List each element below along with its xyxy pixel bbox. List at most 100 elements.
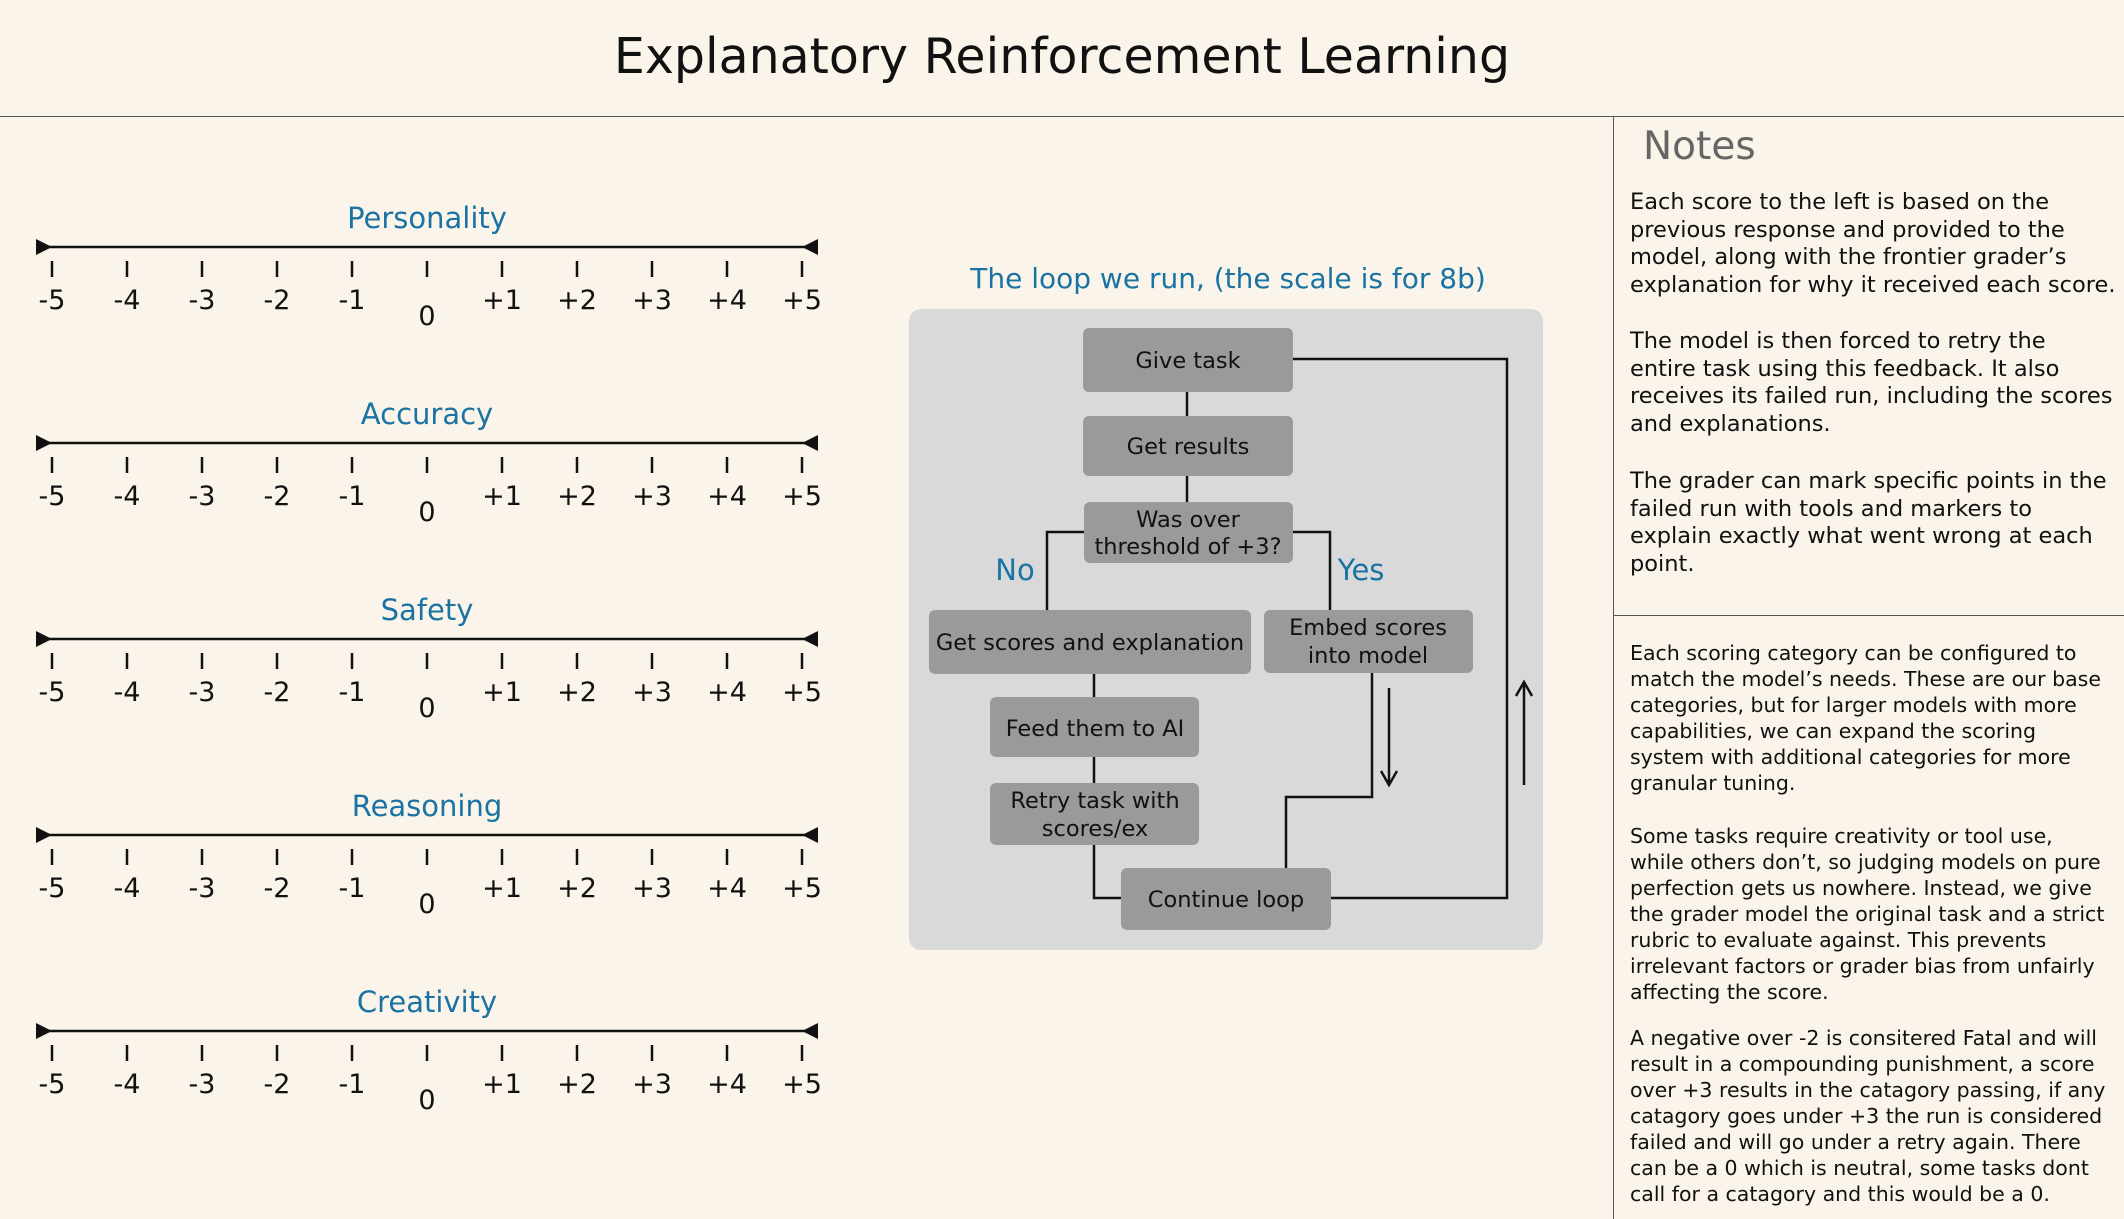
scale-tick-label: -4 — [114, 481, 141, 512]
scale-creativity: Creativity-5-4-3-2-10+1+2+3+4+5 — [36, 985, 822, 1116]
scale-title: Safety — [381, 593, 474, 627]
give-task-label: Give task — [1135, 348, 1240, 374]
page-title: Explanatory Reinforcement Learning — [613, 28, 1511, 85]
scale-accuracy: Accuracy-5-4-3-2-10+1+2+3+4+5 — [36, 397, 822, 528]
scale-tick-label: 0 — [418, 889, 435, 920]
scale-tick-label: +1 — [482, 873, 522, 904]
scale-tick-label: -2 — [264, 677, 291, 708]
scale-tick-label: +2 — [557, 873, 597, 904]
note-line: point. — [1630, 550, 1695, 577]
scale-tick-label: -4 — [114, 285, 141, 316]
scale-tick-label: +2 — [557, 1069, 597, 1100]
note-line: perfection gets us nowhere. Instead, we … — [1630, 876, 2092, 900]
note-line: rubric to evaluate against. This prevent… — [1630, 928, 2047, 952]
note-line: Each scoring category can be configured … — [1630, 641, 2077, 665]
scale-tick-label: +1 — [482, 285, 522, 316]
scale-left-arrow — [36, 631, 52, 647]
scale-tick-label: -4 — [114, 873, 141, 904]
note-line: The model is then forced to retry the — [1630, 328, 2046, 354]
scale-tick-label: +3 — [632, 677, 672, 708]
scale-right-arrow — [802, 1023, 818, 1039]
scale-tick-label: +2 — [557, 481, 597, 512]
scale-left-arrow — [36, 435, 52, 451]
scale-tick-label: 0 — [418, 497, 435, 528]
get-scores-label: Get scores and explanation — [936, 630, 1244, 656]
connector-lines — [1045, 357, 1534, 900]
scale-tick-label: +5 — [782, 481, 822, 512]
scale-tick-label: 0 — [418, 693, 435, 724]
threshold-label-line2: threshold of +3? — [1094, 534, 1281, 560]
scale-title: Accuracy — [361, 397, 493, 431]
scale-tick-label: -1 — [339, 481, 366, 512]
note-line: match the model’s needs. These are our b… — [1630, 667, 2101, 691]
continue-loop-box — [1121, 868, 1331, 930]
note-line: failed and will go under a retry again. … — [1630, 1130, 2081, 1154]
scale-tick-label: +4 — [707, 481, 747, 512]
scale-tick-label: -3 — [189, 285, 216, 316]
scale-personality: Personality-5-4-3-2-10+1+2+3+4+5 — [36, 201, 822, 332]
note-line: explanation for why it received each sco… — [1630, 271, 2116, 298]
note-line: entire task using this feedback. It also — [1630, 355, 2060, 382]
note-line: affecting the score. — [1630, 980, 1829, 1004]
threshold-box — [1084, 502, 1293, 563]
get-results-box — [1083, 416, 1293, 476]
note-paragraph-4: Each scoring category can be configured … — [1630, 640, 2101, 796]
give-task-box — [1083, 328, 1293, 392]
embed-label-line1: Embed scores — [1289, 615, 1447, 641]
yes-label: Yes — [1337, 553, 1385, 587]
note-line: receives its failed run, including the s… — [1630, 383, 2113, 409]
scale-right-arrow — [802, 435, 818, 451]
get-scores-box — [929, 610, 1251, 674]
note-line: granular tuning. — [1630, 771, 1796, 795]
scale-tick-label: -3 — [189, 481, 216, 512]
scale-tick-label: +4 — [707, 677, 747, 708]
scale-tick-label: -5 — [39, 285, 66, 316]
note-line: call for a catagory and this would be a … — [1630, 1182, 2050, 1206]
scale-right-arrow — [802, 827, 818, 843]
scale-left-arrow — [36, 239, 52, 255]
scale-tick-label: +5 — [782, 1069, 822, 1100]
scale-tick-label: +2 — [557, 285, 597, 316]
scale-tick-label: -5 — [39, 873, 66, 904]
loop-diagram: The loop we run, (the scale is for 8b) N… — [909, 262, 1543, 950]
note-line: explain exactly what went wrong at each — [1630, 523, 2093, 549]
note-line: catagory goes under +3 the run is consid… — [1630, 1104, 2103, 1128]
no-label: No — [995, 553, 1034, 587]
note-line: system with additional categories for mo… — [1630, 745, 2071, 769]
notes-divider — [1613, 117, 1614, 1219]
note-line: Each score to the left is based on the — [1630, 189, 2050, 215]
notes-section-divider — [1613, 615, 2124, 616]
scale-tick-label: -4 — [114, 677, 141, 708]
retry-box — [990, 783, 1199, 845]
note-line: irrelevant factors or grader bias from u… — [1630, 954, 2095, 978]
scale-tick-label: +3 — [632, 1069, 672, 1100]
scale-tick-label: +5 — [782, 677, 822, 708]
scale-left-arrow — [36, 827, 52, 843]
scale-reasoning: Reasoning-5-4-3-2-10+1+2+3+4+5 — [36, 789, 822, 920]
scale-right-arrow — [802, 631, 818, 647]
note-line: the grader model the original task and a… — [1630, 902, 2105, 926]
note-line: and explanations. — [1630, 410, 1831, 437]
note-line: result in a compounding punishment, a sc… — [1630, 1052, 2095, 1076]
header: Explanatory Reinforcement Learning — [0, 0, 2124, 117]
scale-tick-label: -3 — [189, 677, 216, 708]
note-paragraph-3: The grader can mark specific points in t… — [1630, 468, 2107, 578]
scale-tick-label: +1 — [482, 481, 522, 512]
scale-title: Reasoning — [352, 789, 503, 823]
scale-tick-label: -1 — [339, 285, 366, 316]
scale-tick-label: +4 — [707, 285, 747, 316]
continue-loop-label: Continue loop — [1148, 887, 1304, 913]
scale-tick-label: -1 — [339, 873, 366, 904]
scale-tick-label: +3 — [632, 285, 672, 316]
get-results-label: Get results — [1127, 434, 1250, 460]
note-paragraph-5: Some tasks require creativity or tool us… — [1630, 823, 2104, 1005]
note-line: A negative over -2 is consitered Fatal a… — [1630, 1026, 2097, 1050]
scale-tick-label: -5 — [39, 1069, 66, 1100]
scale-tick-label: 0 — [418, 301, 435, 332]
feed-ai-label: Feed them to AI — [1006, 716, 1185, 742]
scale-tick-label: -2 — [264, 873, 291, 904]
scale-tick-label: -5 — [39, 677, 66, 708]
note-line: capabilities, we can expand the scoring — [1630, 719, 2037, 743]
